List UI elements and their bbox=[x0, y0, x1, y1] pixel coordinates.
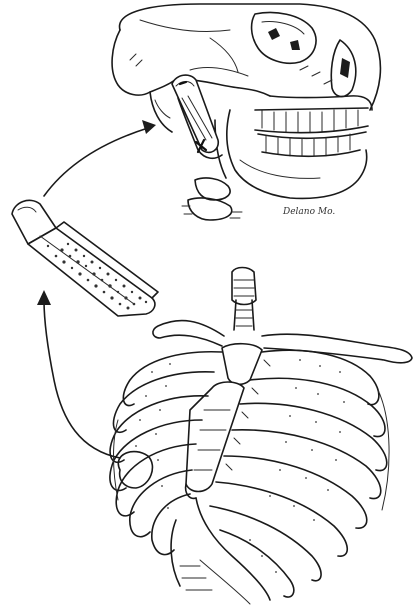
artist-signature: Delano Mo. bbox=[282, 207, 335, 217]
rib-graft bbox=[12, 200, 158, 316]
upper-teeth bbox=[255, 108, 368, 133]
skull-drawing bbox=[112, 4, 380, 220]
lower-teeth bbox=[258, 132, 366, 156]
arrow-to-skull bbox=[44, 120, 156, 196]
rib-cage-drawing bbox=[110, 268, 412, 605]
arrow-from-ribs bbox=[37, 290, 120, 458]
